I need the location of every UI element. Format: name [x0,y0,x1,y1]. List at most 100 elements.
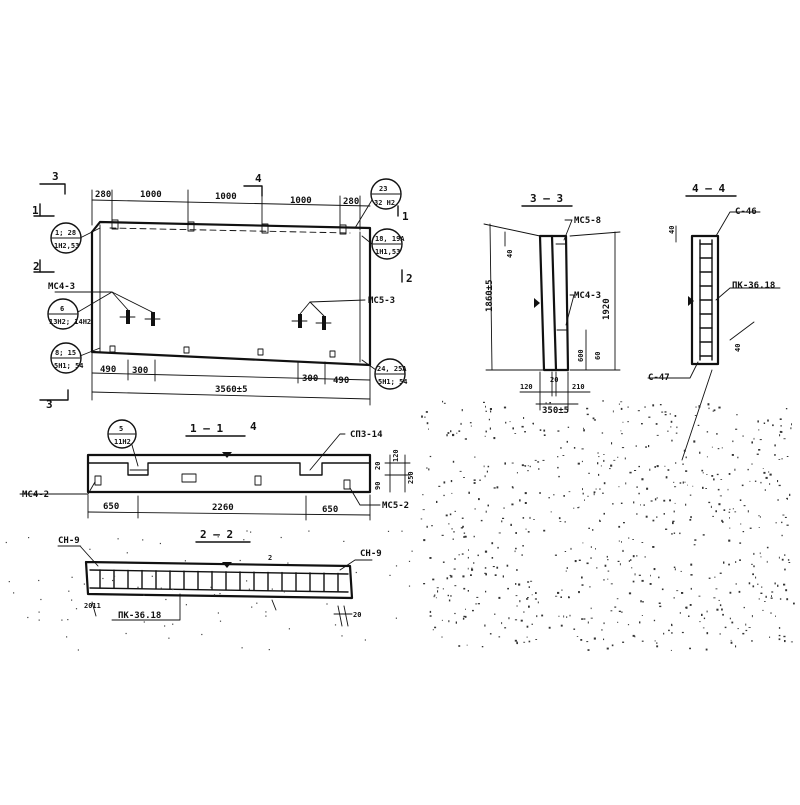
speckle-dot [784,640,786,643]
speckle-dot [749,480,751,482]
speckle-dot [715,588,718,590]
speckle-dot [71,599,73,601]
speckle-dot [652,519,655,522]
speckle-dot [137,586,139,588]
speckle-dot [445,514,448,517]
speckle-dot [731,621,734,624]
speckle-dot [364,639,366,641]
speckle-dot [713,478,715,481]
speckle-dot [434,626,437,629]
speckle-dot [753,437,755,440]
speckle-dot [745,623,747,626]
speckle-dot [650,500,653,502]
label-mc5-3: МС5-3 [368,296,395,306]
speckle-dot [603,622,605,625]
section-2-2-title: 2 — 2 [200,528,233,541]
speckle-dot [631,567,633,569]
svg-text:23: 23 [379,185,387,193]
speckle-dot [675,462,677,464]
mark-right-bottom: 24, 25А 5Н1; 54 [361,358,408,390]
speckle-dot [643,504,645,506]
speckle-dot [685,470,688,472]
speckle-dot [729,591,732,594]
cut-3-top: 3 [52,170,59,183]
speckle-dot [633,501,635,504]
mark-left-bottom: 8; 15 5Н1; 54 [50,342,101,374]
speckle-dot [758,429,760,431]
svg-text:24, 25А: 24, 25А [377,365,407,373]
speckle-dot [515,583,517,585]
speckle-dot [711,446,713,448]
speckle-dot [487,504,489,507]
speckle-dot [723,509,726,511]
speckle-dot [426,467,428,469]
speckle-dot [764,601,766,602]
speckle-dot [566,616,568,618]
speckle-dot [341,635,343,637]
cut-4: 4 [255,172,262,185]
speckle-dot [454,585,457,587]
speckle-dot [586,641,589,643]
speckle-dot [489,427,491,430]
speckle-dot [586,562,589,565]
speckle-dot [783,635,786,638]
speckle-dot [586,407,589,410]
speckle-dot [590,607,592,610]
label-mc4-3: МС4-3 [48,282,75,292]
speckle-dot [603,579,605,581]
vdim-bot-60: 60 [594,352,602,360]
speckle-dot [477,554,479,557]
speckle-dot [326,603,328,605]
speckle-dot [67,619,69,621]
speckle-dot [663,513,665,515]
speckle-dot [718,599,720,601]
speckle-dot [447,432,450,434]
speckle-dot [343,540,345,542]
speckle-dot [40,598,42,601]
speckle-dot [627,624,630,626]
speckle-dot [563,615,565,618]
speckle-dot [620,407,623,410]
speckle-dot [77,649,79,651]
speckle-dot [558,615,560,617]
speckle-dot [793,602,795,605]
speckle-dot [509,421,511,423]
speckle-dot [656,497,658,499]
speckle-dot [627,406,629,408]
speckle-dot [470,425,472,427]
speckle-dot [622,641,625,643]
speckle-dot [690,574,693,576]
speckle-dot [38,611,40,613]
speckle-dot [464,438,467,440]
speckle-dot [555,595,558,597]
speckle-dot [590,557,592,559]
speckle-dot [723,561,725,564]
speckle-dot [468,491,470,494]
speckle-dot [775,615,776,617]
dim-3-3-120: 120 [520,383,533,391]
speckle-dot [481,646,484,648]
speckle-dot [563,495,565,497]
section-2-2: 2 — 2 СН-9 СН-9 ПК-36.18 2011 2 20 [57,528,382,627]
speckle-dot [492,566,495,568]
speckle-dot [768,471,770,473]
speckle-dot [563,411,566,413]
speckle-dot [665,476,668,479]
speckle-dot [713,409,716,412]
plan-bot-anchor-2 [183,346,190,354]
speckle-dot [689,604,692,606]
label-mc5-2: МС5-2 [382,501,409,511]
speckle-dot [422,509,425,511]
speckle-dot [685,456,687,459]
speckle-dot [508,617,510,620]
speckle-dot [462,575,465,578]
speckle-dot [597,452,599,454]
speckle-dot [578,591,580,594]
label-cn9-right: СН-9 [360,549,382,559]
speckle-dot [617,621,619,623]
speckle-dot [786,497,788,499]
speckle-dot [701,613,703,616]
speckle-dot [644,406,646,408]
speckle-dot [641,478,644,481]
speckle-dot [510,523,512,526]
